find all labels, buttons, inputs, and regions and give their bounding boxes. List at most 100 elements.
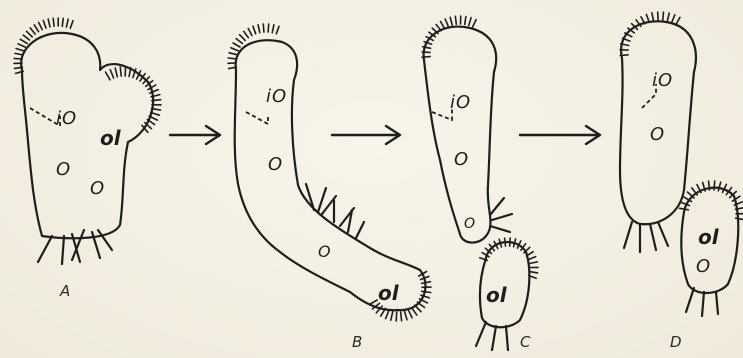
- membranelle: [672, 15, 675, 22]
- cell-b-outline: [235, 40, 426, 310]
- membranelle: [30, 28, 35, 34]
- cell-c-nucleus-2: O: [464, 216, 475, 232]
- membranelle: [20, 39, 27, 43]
- cell-a-oral-mark: ol: [100, 126, 122, 150]
- membranelle: [714, 181, 715, 190]
- membranelle: [663, 12, 664, 20]
- membranelle: [70, 21, 73, 29]
- membranelle: [415, 305, 421, 312]
- cell-a: i O O O ol A: [14, 18, 161, 300]
- cell-c-upper: i O O O: [422, 16, 512, 243]
- cell-c-macronucleus-mark: O: [456, 92, 470, 113]
- membranelle: [15, 67, 23, 68]
- cell-b-macronucleus-mark: O: [272, 86, 286, 107]
- membranelle: [53, 18, 54, 26]
- membranelle: [27, 31, 33, 37]
- membranelle: [718, 182, 720, 191]
- cell-d-lower-nucleus: O: [696, 256, 710, 277]
- membranelle: [436, 25, 441, 31]
- cell-d-macronucleus-mark: O: [658, 70, 672, 91]
- membranelle: [48, 19, 50, 27]
- membranelle: [736, 218, 743, 220]
- membranelle: [240, 35, 246, 41]
- cell-b-nucleus-2: O: [318, 242, 331, 261]
- membranelle: [422, 291, 431, 292]
- membranelle: [23, 35, 29, 40]
- label-b: B: [352, 333, 362, 351]
- membranelle: [268, 24, 269, 32]
- label-c: C: [520, 333, 531, 351]
- membranelle: [455, 16, 456, 24]
- membranelle: [248, 28, 252, 35]
- membranelle: [34, 25, 38, 32]
- membranelle: [106, 72, 111, 80]
- membranelle: [386, 310, 389, 318]
- membranelle: [258, 25, 260, 33]
- cell-c-nucleus-1: O: [454, 149, 468, 170]
- arrow-1: [170, 126, 220, 144]
- membranelle: [514, 239, 516, 247]
- membranelle: [233, 43, 240, 47]
- membranelle: [115, 68, 117, 77]
- membranelle: [505, 238, 506, 246]
- cell-c-micronucleus-mark: i: [450, 92, 455, 113]
- membranelle: [263, 24, 264, 32]
- membranelle: [16, 49, 24, 51]
- cell-d-upper-cirri: [624, 222, 668, 252]
- membranelle: [408, 310, 412, 318]
- cell-d-lower-oral-mark: ol: [698, 225, 720, 249]
- cell-a-micronucleus-mark: i: [56, 108, 61, 129]
- membranelle: [499, 239, 501, 247]
- cell-b-oral-groove: [246, 112, 268, 124]
- membranelle: [445, 19, 448, 26]
- membranelle: [473, 20, 476, 27]
- membranelle: [152, 100, 161, 101]
- cell-d-upper: i O O: [620, 12, 696, 252]
- cell-c-lower: ol C: [476, 238, 538, 351]
- membranelle: [369, 300, 377, 305]
- cell-c-upper-outline: [424, 27, 497, 243]
- membranelle: [450, 17, 452, 25]
- membranelle: [528, 257, 535, 260]
- membranelle: [405, 311, 408, 320]
- membranelle: [236, 39, 242, 44]
- membranelle: [15, 53, 23, 55]
- cell-b-oral-mark: ol: [378, 281, 400, 305]
- membranelle: [229, 53, 237, 55]
- membranelle: [62, 18, 63, 26]
- cell-d-micronucleus-mark: i: [652, 70, 657, 91]
- membranelle: [272, 25, 274, 33]
- membranelle: [14, 58, 22, 59]
- cell-a-nucleus-2: O: [90, 178, 104, 199]
- membranelle: [667, 13, 669, 21]
- membranelle: [530, 272, 538, 273]
- membranelle: [253, 26, 256, 34]
- membranelle: [652, 13, 654, 21]
- membranelle: [276, 26, 279, 34]
- membranelle: [228, 58, 236, 59]
- cell-b-micronucleus-mark: i: [266, 86, 271, 107]
- cell-c-lower-oral-mark: ol: [486, 283, 508, 307]
- cell-a-macronucleus-mark: O: [62, 108, 76, 129]
- membranelle: [43, 21, 46, 29]
- cell-d-upper-membranelles: [620, 12, 680, 55]
- cell-b: i O O O ol B: [228, 24, 431, 351]
- cell-c-oral-groove: [432, 106, 452, 120]
- membranelle: [676, 17, 680, 24]
- membranelle: [401, 312, 402, 321]
- membranelle: [231, 48, 238, 51]
- membranelle: [646, 14, 649, 22]
- membranelle: [620, 55, 628, 56]
- cell-d-lower: ol O D: [670, 181, 743, 351]
- cell-c-upper-cirri: [490, 198, 512, 232]
- arrow-2: [332, 126, 400, 144]
- membranelle: [39, 23, 43, 30]
- cell-d-nucleus-1: O: [650, 124, 664, 145]
- cell-b-nucleus-1: O: [268, 154, 282, 175]
- membranelle: [66, 19, 68, 27]
- membranelle: [422, 282, 431, 284]
- membranelle: [396, 312, 397, 321]
- label-a: A: [59, 282, 70, 300]
- cell-a-cirri: [38, 230, 112, 264]
